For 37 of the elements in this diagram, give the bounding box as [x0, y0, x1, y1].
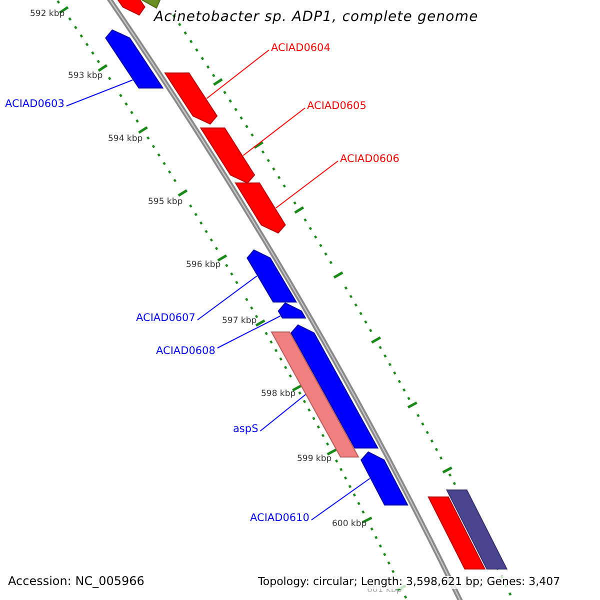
gene-block	[164, 72, 218, 125]
leader-line	[260, 394, 306, 432]
leader-line	[196, 276, 258, 320]
leader-line	[310, 478, 370, 520]
scale-label: 599 kbp	[297, 455, 332, 465]
gene-block	[234, 182, 286, 234]
leader-line	[242, 108, 306, 156]
scale-label: 593 kbp	[68, 72, 103, 82]
leader-line	[66, 80, 134, 106]
scale-label: 597 kbp	[222, 317, 257, 327]
gene-bar	[428, 496, 486, 570]
gene-block	[105, 29, 164, 88]
gene-block	[246, 249, 298, 302]
gene-label: aspS	[233, 423, 258, 436]
gene-label: ACIAD0607	[136, 312, 196, 324]
gene-label: ACIAD0606	[340, 153, 400, 166]
gene-block	[278, 302, 306, 318]
leader-line	[206, 50, 270, 99]
gene-label: ACIAD0605	[307, 100, 366, 112]
leader-line	[216, 316, 281, 348]
scale-label: 594 kbp	[108, 135, 143, 145]
diagram-title: Acinetobacter sp. ADP1, complete genome	[154, 9, 478, 26]
gene-block	[360, 451, 408, 506]
accession-note: Accession: NC_005966	[8, 575, 144, 589]
gene-bar	[446, 490, 508, 570]
scale-label: 601 kbp	[367, 586, 402, 596]
gene-block	[200, 128, 256, 184]
scale-label: 596 kbp	[186, 261, 221, 271]
gene-label: ACIAD0603	[5, 98, 64, 110]
scale-label: 600 kbp	[332, 520, 367, 530]
gene-label: ACIAD0610	[250, 512, 310, 524]
scale-label: 595 kbp	[148, 198, 183, 208]
scale-label: 592 kbp	[30, 10, 65, 20]
gene-label: ACIAD0604	[271, 42, 330, 54]
leader-line	[275, 160, 338, 208]
gene-label: ACIAD0608	[156, 345, 216, 358]
scale-label: 598 kbp	[261, 390, 296, 400]
